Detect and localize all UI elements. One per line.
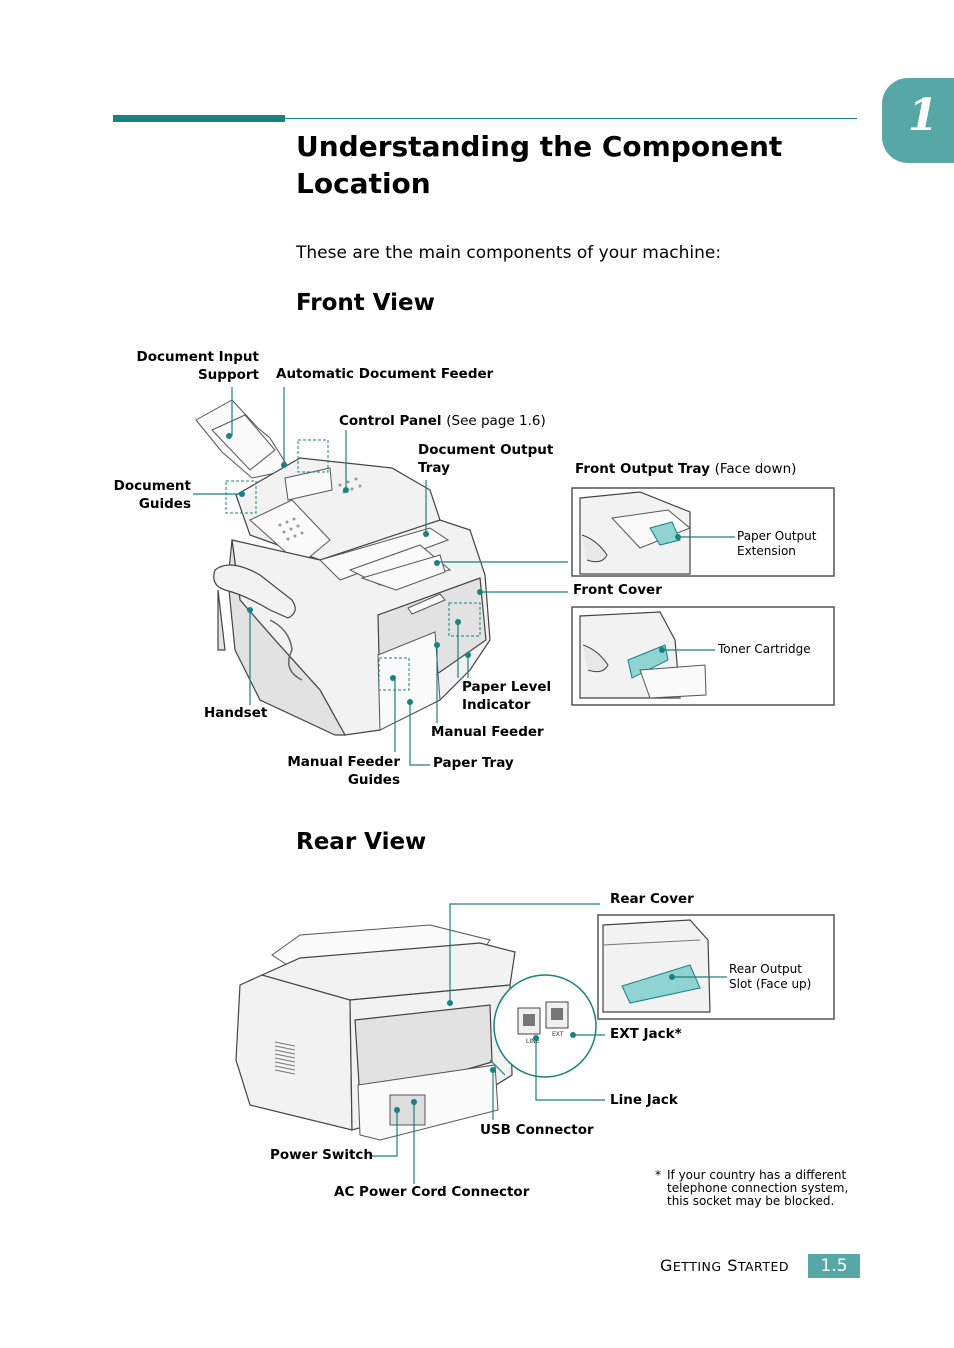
label-paper-tray: Paper Tray — [433, 755, 514, 771]
label-automatic-document-feeder: Automatic Document Feeder — [276, 366, 494, 382]
label-rear-output-slot: Rear Output Slot (Face up) — [729, 962, 812, 991]
front-output-inset-illustration — [579, 491, 691, 575]
label-document-guides: Document Guides — [113, 478, 191, 512]
label-front-cover: Front Cover — [573, 582, 662, 598]
footnote-marker: * — [655, 1168, 661, 1182]
page-title: Understanding the Component Location — [296, 130, 783, 200]
label-ext-jack: EXT Jack* — [610, 1026, 682, 1042]
footnote-text: If your country has a different telephon… — [667, 1168, 849, 1208]
label-ac-power-cord-connector: AC Power Cord Connector — [334, 1184, 530, 1200]
label-control-panel: Control Panel (See page 1.6) — [339, 413, 546, 429]
footer-section-title: GETTING STARTED — [660, 1256, 789, 1275]
label-document-input-support: Document Input Support — [136, 349, 259, 383]
page-number: 1.5 — [808, 1254, 860, 1278]
label-power-switch: Power Switch — [270, 1147, 374, 1163]
label-manual-feeder: Manual Feeder — [431, 724, 544, 740]
jack-line-text: LINE — [526, 1038, 540, 1045]
rear-output-inset-illustration — [602, 919, 711, 1013]
header-rule-thick — [113, 115, 285, 122]
label-usb-connector: USB Connector — [480, 1122, 594, 1138]
intro-text: These are the main components of your ma… — [296, 243, 722, 263]
rear-machine-illustration — [235, 924, 516, 1141]
toner-inset-illustration — [579, 611, 707, 699]
label-toner-cartridge: Toner Cartridge — [718, 642, 811, 656]
label-paper-level-indicator: Paper Level Indicator — [462, 679, 552, 713]
front-machine-illustration — [195, 399, 491, 736]
rear-view-heading: Rear View — [296, 829, 427, 855]
rear-leader-lines — [372, 903, 727, 1184]
label-front-output-tray: Front Output Tray (Face down) — [575, 461, 797, 477]
label-handset: Handset — [204, 705, 268, 721]
label-document-output-tray: Document Output Tray — [418, 442, 554, 476]
front-leader-lines — [193, 387, 735, 766]
label-rear-cover: Rear Cover — [610, 891, 694, 907]
jack-ext-text: EXT — [552, 1031, 564, 1038]
header-rule-thin — [285, 118, 857, 119]
label-paper-output-extension: Paper Output Extension — [737, 529, 817, 558]
label-manual-feeder-guides: Manual Feeder Guides — [287, 754, 400, 788]
chapter-tab — [882, 78, 954, 163]
jack-magnifier: LINE EXT — [489, 974, 597, 1078]
label-line-jack: Line Jack — [610, 1092, 678, 1108]
front-view-heading: Front View — [296, 290, 435, 316]
chapter-number: 1 — [907, 90, 939, 141]
